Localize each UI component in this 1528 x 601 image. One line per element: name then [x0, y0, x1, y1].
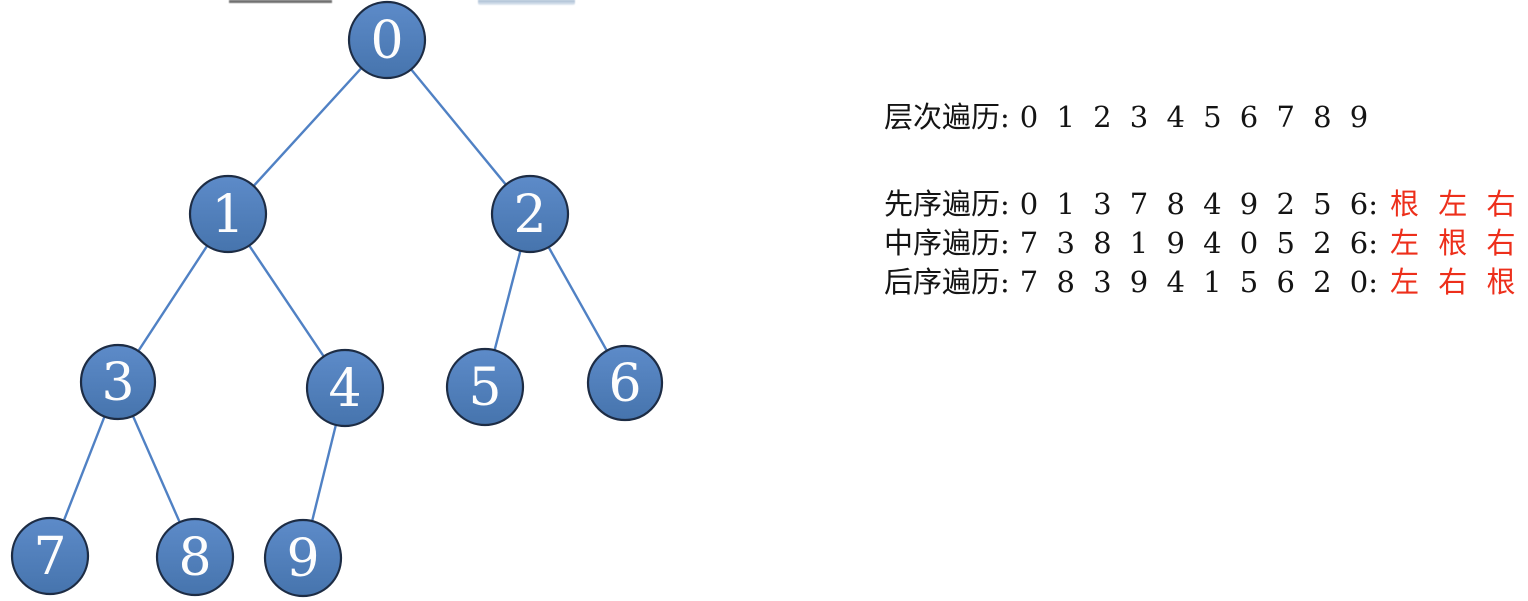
- traversal-line-pre-order: 先序遍历: 0 1 3 7 8 4 9 2 5 6: 根 左 右: [884, 185, 1515, 224]
- cropped-artifact-line: [229, 0, 332, 3]
- traversal-line-post-order: 后序遍历: 7 8 3 9 4 1 5 6 2 0: 左 右 根: [884, 263, 1515, 302]
- node-label: 2: [513, 185, 546, 245]
- node-circle: [305, 348, 385, 428]
- tree-node-6: 6: [586, 344, 664, 422]
- node-circle: [79, 343, 157, 421]
- traversal-panel: 层次遍历: 0 1 2 3 4 5 6 7 8 9 先序遍历: 0 1 3 7 8 …: [884, 98, 1515, 302]
- node-label: 9: [286, 529, 319, 589]
- tree-node-2: 2: [490, 174, 570, 254]
- traversal-label: 先序遍历:: [884, 187, 1010, 221]
- node-circle: [188, 174, 268, 254]
- cropped-artifact-bar: [478, 0, 575, 5]
- node-circle: [445, 347, 525, 427]
- tree-node-1: 1: [188, 174, 268, 254]
- traversal-sequence: 7 3 8 1 9 4 0 5 2 6:: [1019, 226, 1379, 260]
- node-label: 5: [468, 358, 501, 418]
- tree-node-9: 9: [263, 518, 343, 598]
- tree-node-7: 7: [10, 516, 90, 596]
- traversal-line-in-order: 中序遍历: 7 3 8 1 9 4 0 5 2 6: 左 根 右: [884, 224, 1515, 263]
- node-circle: [490, 174, 570, 254]
- traversal-label: 后序遍历:: [884, 265, 1010, 299]
- node-label: 6: [608, 354, 641, 414]
- node-label: 3: [101, 353, 134, 413]
- tree-node-8: 8: [155, 517, 235, 597]
- traversal-label: 中序遍历:: [884, 226, 1010, 260]
- traversal-sequence: 0 1 3 7 8 4 9 2 5 6:: [1019, 187, 1379, 221]
- tree-node-0: 0: [347, 0, 427, 80]
- tree-edges: [48, 39, 627, 559]
- traversal-line-level-order: 层次遍历: 0 1 2 3 4 5 6 7 8 9: [884, 98, 1515, 137]
- edge-0-1: [227, 39, 388, 215]
- tree-node-3: 3: [79, 343, 157, 421]
- traversal-sequence: 0 1 2 3 4 5 6 7 8 9: [1019, 100, 1369, 134]
- tree-node-4: 4: [305, 348, 385, 428]
- tree-node-5: 5: [445, 347, 525, 427]
- traversal-order-hint: 根 左 右: [1390, 187, 1516, 221]
- node-circle: [263, 518, 343, 598]
- node-circle: [347, 0, 427, 80]
- traversal-order-hint: 左 根 右: [1390, 226, 1516, 260]
- node-circle: [155, 517, 235, 597]
- traversal-order-hint: 左 右 根: [1390, 265, 1516, 299]
- node-label: 4: [328, 359, 361, 419]
- node-label: 0: [370, 11, 403, 71]
- node-label: 8: [178, 528, 211, 588]
- binary-tree-diagram: 0 1 2 3 4 5 6 7: [10, 0, 664, 598]
- traversal-label: 层次遍历:: [884, 100, 1010, 134]
- node-label: 1: [211, 185, 244, 245]
- node-circle: [586, 344, 664, 422]
- node-label: 7: [33, 527, 66, 587]
- traversal-sequence: 7 8 3 9 4 1 5 6 2 0:: [1019, 265, 1379, 299]
- node-circle: [10, 516, 90, 596]
